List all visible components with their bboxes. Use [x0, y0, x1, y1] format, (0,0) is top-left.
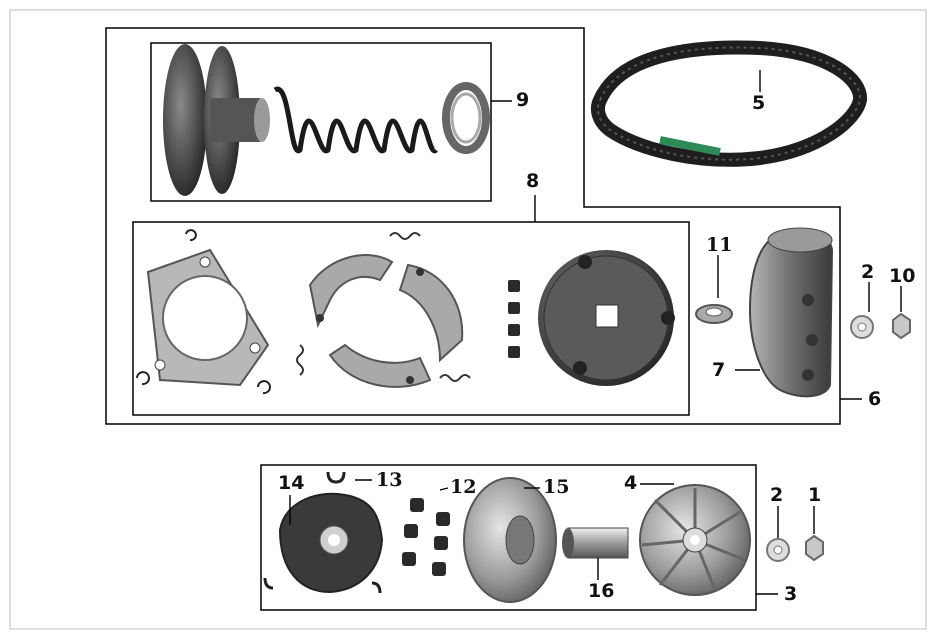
- callout-11: 11: [706, 234, 733, 256]
- callout-1: 1: [808, 484, 822, 506]
- leader-lines: [289, 70, 902, 595]
- callout-4: 4: [624, 472, 638, 494]
- clutch-shoes-part: [308, 254, 464, 388]
- callout-10: 10: [889, 265, 916, 287]
- washer-part-bottom: [766, 538, 790, 562]
- spring-part: [273, 86, 438, 154]
- callout-12: 12: [450, 476, 477, 498]
- driven-pulley-part: [163, 44, 270, 196]
- ramp-plate-part: [278, 492, 384, 594]
- circlip-parts: [136, 229, 271, 395]
- callout-13: 13: [376, 469, 403, 491]
- group-3-box: [260, 464, 757, 611]
- callout-7: 7: [712, 359, 726, 381]
- callout-2-top: 2: [861, 261, 875, 283]
- clutch-plate-part: [146, 248, 270, 387]
- callout-14: 14: [278, 472, 305, 494]
- movable-drive-face-part: [463, 477, 557, 603]
- callout-5: 5: [752, 92, 766, 114]
- callout-9: 9: [516, 89, 530, 111]
- group-8-box: [132, 221, 690, 416]
- callout-16: 16: [588, 580, 615, 602]
- callout-3: 3: [784, 583, 798, 605]
- nut-part-bottom: [805, 534, 824, 562]
- group-9-box: [150, 42, 492, 202]
- clutch-dampers-part: [508, 280, 520, 358]
- callout-15: 15: [543, 476, 570, 498]
- washer-part-top: [850, 315, 874, 339]
- slider-parts: [263, 471, 382, 594]
- clutch-carrier-plate-part: [538, 250, 675, 386]
- callout-8: 8: [526, 170, 540, 192]
- fan-drive-face-part: [639, 484, 751, 596]
- clutch-nut-part: [695, 304, 733, 324]
- callout-2-bottom: 2: [770, 484, 784, 506]
- spring-seat-part: [442, 82, 490, 154]
- clutch-bell-part: [748, 227, 834, 398]
- group-6-outline: [105, 27, 841, 425]
- weight-rollers-part: [402, 498, 450, 576]
- callout-6: 6: [868, 388, 882, 410]
- drive-belt-part: [590, 40, 867, 167]
- clutch-springs-part: [296, 232, 471, 382]
- drive-sleeve-part: [562, 527, 629, 559]
- nut-part-top: [892, 312, 911, 340]
- page-border: [9, 9, 927, 630]
